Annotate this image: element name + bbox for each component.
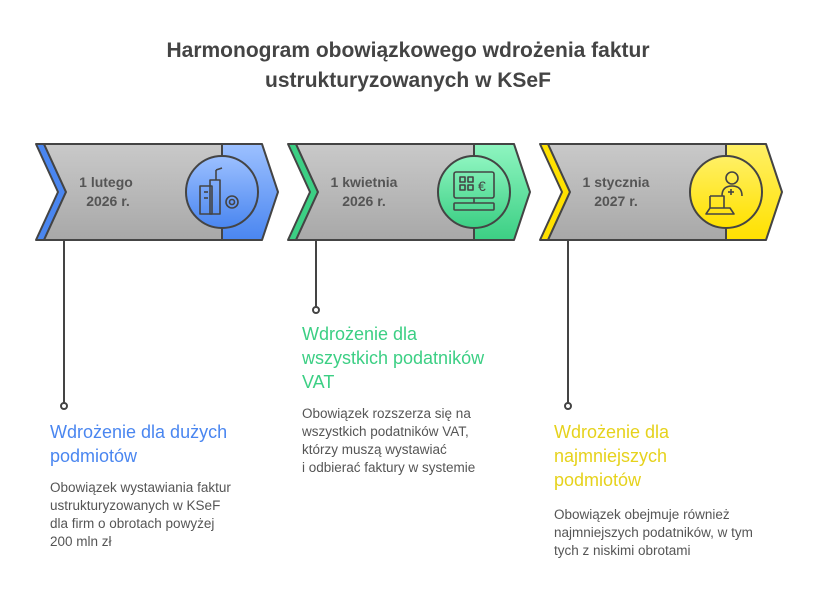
text-line: najmniejszych podatników, w tym [554, 525, 753, 540]
text-line: ustrukturyzowanych w KSeF [50, 498, 221, 513]
text-line: 200 mln zł [50, 534, 112, 549]
text-line: wszystkich podatników VAT, [302, 424, 469, 439]
computer-euro-icon: € [453, 171, 495, 211]
stage-heading-1: Wdrożenie dla dużych podmiotów [50, 420, 227, 468]
text-line: którzy muszą wystawiać [302, 442, 447, 457]
text-line: i odbierać faktury w systemie [302, 460, 476, 475]
buildings-gear-icon [199, 167, 239, 215]
connector-dot-1 [60, 402, 68, 410]
stage-date-2-line-2: 2026 r. [342, 193, 386, 209]
stage-date-3-line-2: 2027 r. [594, 193, 638, 209]
connector-dot-3 [564, 402, 572, 410]
heading-line: wszystkich podatników [302, 348, 485, 368]
heading-line: Wdrożenie dla [302, 324, 418, 344]
heading-line: najmniejszych [554, 446, 668, 466]
stage-date-2-line-1: 1 kwietnia [331, 174, 398, 190]
user-laptop-icon [705, 171, 743, 215]
text-line: tych z niskimi obrotami [554, 543, 691, 558]
heading-line: podmiotów [554, 470, 642, 490]
stage-description-1: Obowiązek wystawiania faktur ustrukturyz… [50, 479, 231, 551]
text-line: dla firm o obrotach powyżej [50, 516, 215, 531]
heading-line: podmiotów [50, 446, 138, 466]
text-line: Obowiązek rozszerza się na [302, 406, 471, 421]
text-line: Obowiązek obejmuje również [554, 507, 730, 522]
svg-text:€: € [478, 178, 486, 194]
stage-heading-3: Wdrożenie dla najmniejszych podmiotów [554, 420, 669, 492]
stage-arrow-2: € 1 kwietnia 2026 r. [287, 143, 531, 241]
stage-arrow-1: 1 lutego 2026 r. [35, 143, 279, 241]
stage-description-2: Obowiązek rozszerza się na wszystkich po… [302, 405, 475, 477]
heading-line: VAT [302, 372, 335, 392]
stage-date-1-line-2: 2026 r. [86, 193, 130, 209]
heading-line: Wdrożenie dla dużych [50, 422, 228, 442]
page-title: Harmonogram obowiązkowego wdrożenia fakt… [0, 36, 816, 96]
stage-heading-2: Wdrożenie dla wszystkich podatników VAT [302, 322, 484, 394]
stage-date-3-line-1: 1 stycznia [583, 174, 650, 190]
heading-line: Wdrożenie dla [554, 422, 670, 442]
stage-description-3: Obowiązek obejmuje również najmniejszych… [554, 506, 753, 560]
stage-arrow-3: 1 stycznia 2027 r. [539, 143, 783, 241]
text-line: Obowiązek wystawiania faktur [50, 480, 231, 495]
title-line-2: ustrukturyzowanych w KSeF [265, 69, 551, 92]
connector-dot-2 [312, 306, 320, 314]
title-line-1: Harmonogram obowiązkowego wdrożenia fakt… [166, 39, 650, 62]
stage-date-1-line-1: 1 lutego [79, 174, 133, 190]
